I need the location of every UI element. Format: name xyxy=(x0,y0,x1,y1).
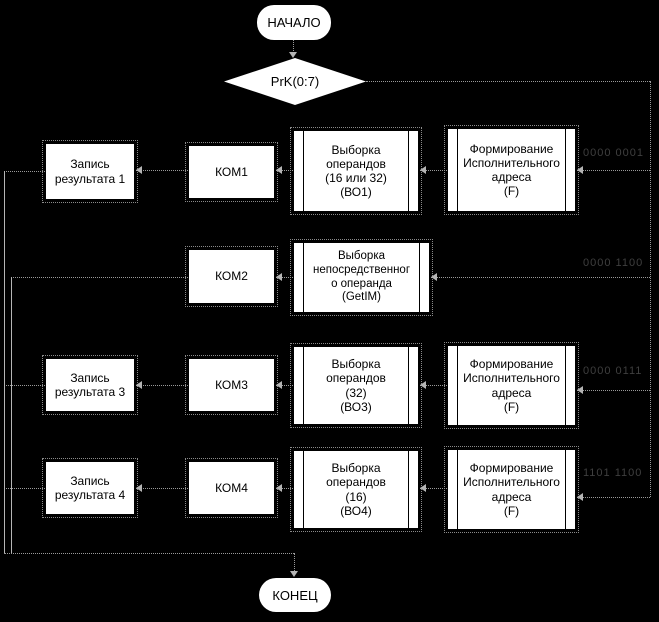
f3-line3: адреса xyxy=(491,385,532,400)
connector-vo3-kom3 xyxy=(276,385,293,386)
connector-kom1-result1 xyxy=(136,170,188,171)
f1-line4: (F) xyxy=(503,184,520,199)
connector-vo1-kom1 xyxy=(276,170,293,171)
branch-code-3: 0000 0111 xyxy=(583,365,643,377)
collector-line-outer xyxy=(4,171,5,553)
vo4-line4: (ВО4) xyxy=(340,503,372,518)
arrowhead-row1-result xyxy=(136,166,142,174)
arrowhead-into-end xyxy=(290,571,298,577)
kom2-box: КОМ2 xyxy=(185,246,278,307)
f3-line2: Исполнительного xyxy=(463,371,560,386)
connector-start-decision xyxy=(293,40,294,53)
kom1-box: КОМ1 xyxy=(185,142,278,202)
vo2-box: Выборка непосредственног о операнда (Get… xyxy=(290,239,433,316)
start-terminator: НАЧАЛО xyxy=(257,5,331,40)
arrowhead-row2-vo xyxy=(431,273,437,281)
connector-row2-exit xyxy=(11,277,188,278)
f4-line2: Исполнительного xyxy=(463,475,560,490)
decision-prk: PrK(0:7) xyxy=(224,58,366,105)
result-box-1: Запись результата 1 xyxy=(42,140,138,203)
kom3-box: КОМ3 xyxy=(185,355,278,415)
vo3-box: Выборка операндов (32) (ВО3) xyxy=(290,343,422,428)
result-box-4: Запись результата 4 xyxy=(42,458,138,518)
connector-trunk-v xyxy=(650,81,651,497)
vo3-line2: операндов xyxy=(326,371,386,386)
connector-kom4-result4 xyxy=(136,488,188,489)
vo4-line2: операндов xyxy=(326,475,386,490)
connector-trunk-f1 xyxy=(577,170,650,171)
vo2-line2: непосредственног xyxy=(312,263,411,276)
connector-trunk-f4 xyxy=(577,497,650,498)
f3-line1: Формирование xyxy=(469,357,554,372)
connector-bottom-h xyxy=(4,553,294,554)
f3-box: Формирование Исполнительного адреса (F) xyxy=(444,342,579,429)
arrowhead-row4-vo xyxy=(420,484,426,492)
connector-f4-vo4 xyxy=(420,488,447,489)
arrowhead-row3-result xyxy=(136,381,142,389)
f4-line1: Формирование xyxy=(469,461,554,476)
f4-line4: (F) xyxy=(503,503,520,518)
arrowhead-into-decision xyxy=(289,52,297,58)
vo2-line3: о операнда xyxy=(331,277,392,290)
vo1-line1: Выборка xyxy=(331,142,381,157)
connector-f1-vo1 xyxy=(420,170,447,171)
connector-kom3-result3 xyxy=(136,385,188,386)
vo3-line1: Выборка xyxy=(331,357,381,372)
f1-line2: Исполнительного xyxy=(463,155,560,170)
f4-line3: адреса xyxy=(491,489,532,504)
vo4-line3: (16) xyxy=(345,489,367,504)
arrowhead-row1-vo xyxy=(420,166,426,174)
arrowhead-row4-result xyxy=(136,484,142,492)
connector-row1-exit xyxy=(4,171,45,172)
vo1-box: Выборка операндов (16 или 32) (ВО1) xyxy=(290,127,422,215)
result-box-3: Запись результата 3 xyxy=(42,355,138,415)
connector-vo4-kom4 xyxy=(276,488,293,489)
connector-row4-exit xyxy=(4,488,45,489)
arrowhead-row3-vo xyxy=(420,381,426,389)
f1-line3: адреса xyxy=(491,170,532,184)
branch-code-2: 0000 1100 xyxy=(583,257,644,269)
arrowhead-row3-kom xyxy=(276,381,282,389)
vo4-line1: Выборка xyxy=(331,461,381,476)
end-terminator: КОНЕЦ xyxy=(259,578,331,612)
connector-row3-exit xyxy=(4,385,45,386)
vo3-line4: (ВО3) xyxy=(340,399,372,414)
arrowhead-row1-f xyxy=(577,166,583,174)
f4-box: Формирование Исполнительного адреса (F) xyxy=(444,446,579,533)
branch-code-4: 1101 1100 xyxy=(583,467,643,479)
arrowhead-row4-kom xyxy=(276,484,282,492)
vo1-line3: (16 или 32) xyxy=(325,171,387,185)
f1-line1: Формирование xyxy=(469,141,554,156)
kom4-box: КОМ4 xyxy=(185,458,278,518)
vo2-line1: Выборка xyxy=(338,250,385,263)
arrowhead-row3-f xyxy=(577,386,583,394)
vo1-line4: (ВО1) xyxy=(340,185,372,200)
arrowhead-row1-kom xyxy=(276,166,282,174)
arrowhead-row4-f xyxy=(577,493,583,501)
collector-line-inner xyxy=(11,277,12,553)
connector-f3-vo3 xyxy=(420,385,447,386)
vo1-line2: операндов xyxy=(326,156,386,171)
connector-trunk-f3 xyxy=(577,390,650,391)
f3-line4: (F) xyxy=(503,399,520,414)
arrowhead-row2-kom xyxy=(276,273,282,281)
connector-into-end xyxy=(294,553,295,571)
connector-decision-trunk-h xyxy=(366,81,650,82)
branch-code-1: 0000 0001 xyxy=(583,147,644,159)
f1-box: Формирование Исполнительного адреса (F) xyxy=(444,125,579,215)
connector-vo2-kom2 xyxy=(276,277,293,278)
vo2-line4: (GetIM) xyxy=(342,291,381,304)
vo3-line3: (32) xyxy=(345,385,367,400)
vo4-box: Выборка операндов (16) (ВО4) xyxy=(290,447,422,532)
connector-trunk-vo2 xyxy=(431,277,650,278)
